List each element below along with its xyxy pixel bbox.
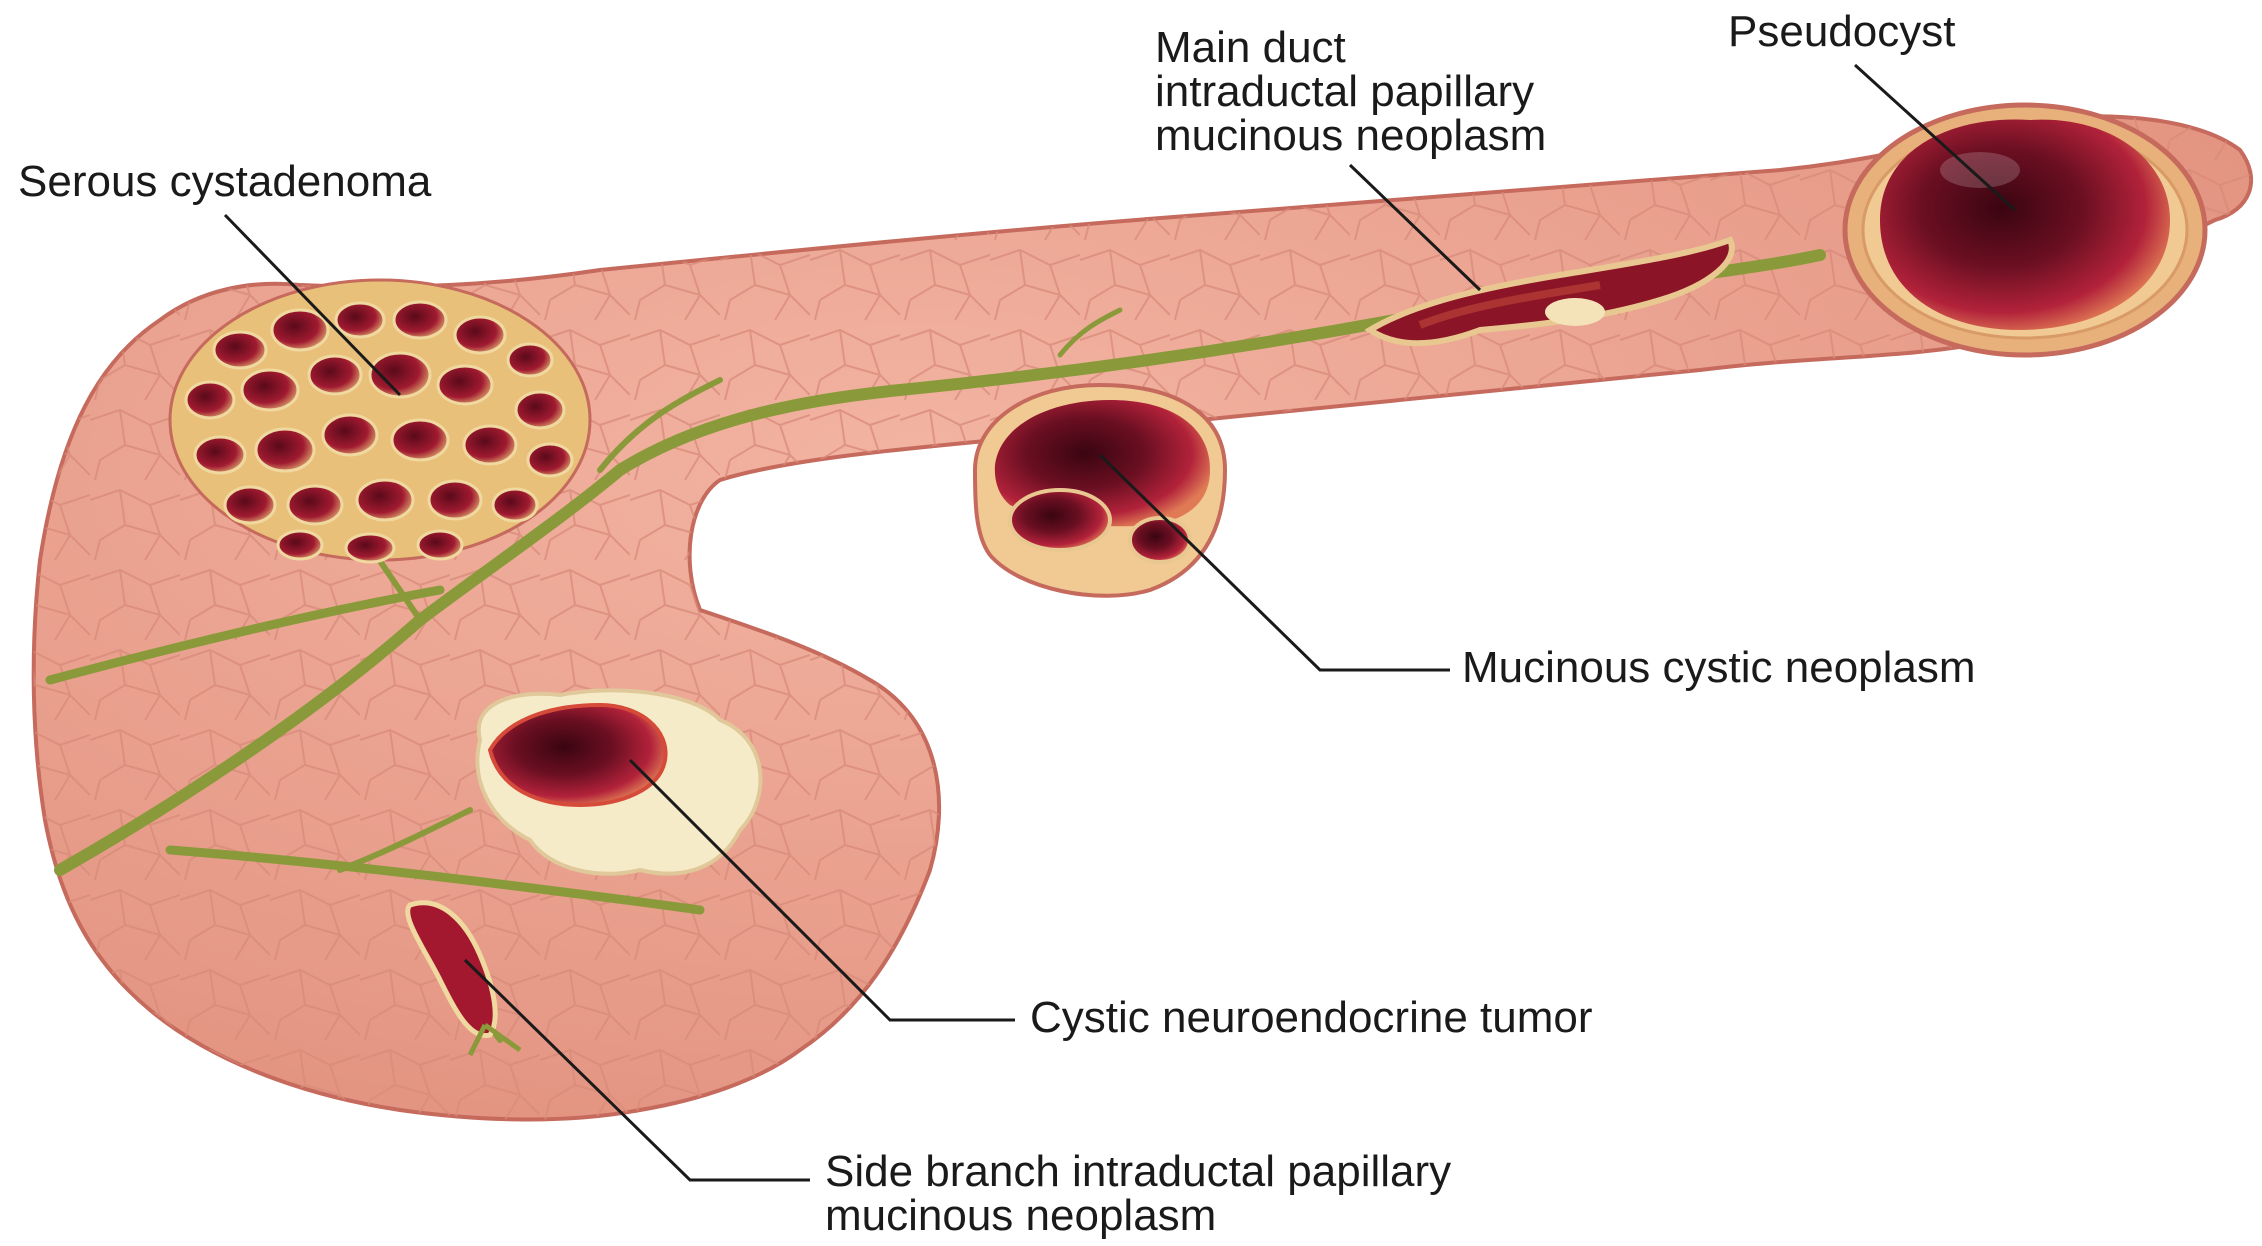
- label-mucinous-cystic-neoplasm: Mucinous cystic neoplasm: [1462, 646, 1976, 690]
- label-pseudocyst: Pseudocyst: [1728, 10, 1955, 54]
- label-main-duct-line1: Main duct: [1155, 26, 1346, 70]
- label-serous-cystadenoma: Serous cystadenoma: [18, 160, 431, 204]
- label-side-branch-line2: mucinous neoplasm: [825, 1194, 1216, 1238]
- label-side-branch-line1: Side branch intraductal papillary: [825, 1150, 1451, 1194]
- mucinous-cystic-neoplasm: [975, 385, 1225, 596]
- serous-cystadenoma: [170, 280, 590, 562]
- label-main-duct-line3: mucinous neoplasm: [1155, 114, 1546, 158]
- label-cystic-neuroendocrine-tumor: Cystic neuroendocrine tumor: [1030, 996, 1592, 1040]
- label-main-duct-line2: intraductal papillary: [1155, 70, 1534, 114]
- pseudocyst: [1845, 105, 2205, 355]
